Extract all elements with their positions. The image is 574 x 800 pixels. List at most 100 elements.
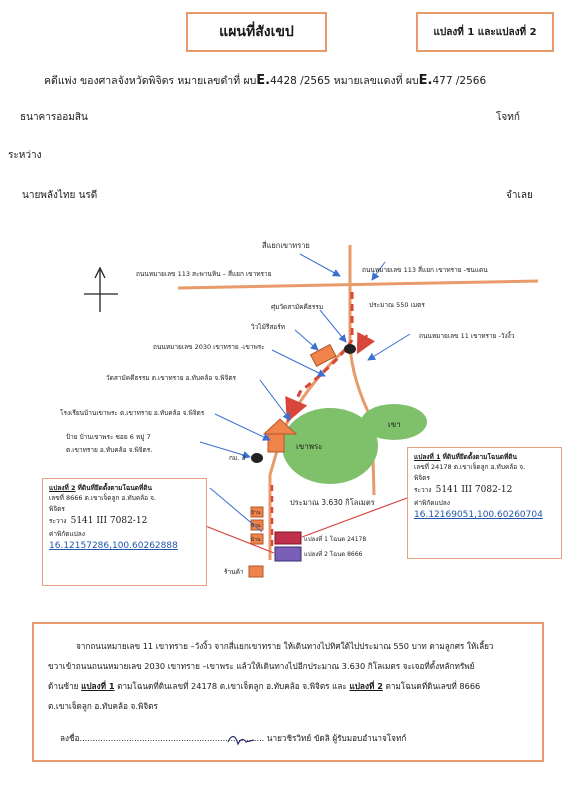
house-2: [250, 519, 264, 531]
case-red-number: 477 /2566: [432, 75, 487, 87]
leader-plot2-box: [209, 487, 263, 533]
case-black-number: 4428 /2565: [270, 75, 331, 87]
plot1-title: แปลงที่ 1: [414, 453, 441, 461]
case-red-letter: E.: [418, 73, 433, 88]
label-house-1: บ้าน: [251, 510, 261, 516]
plot1-utm: 5141 III 7082-12: [435, 485, 513, 496]
leader-113-east: [371, 261, 386, 281]
north-arrow-icon: [84, 266, 118, 312]
case-red-label: หมายเลขแดงที่ ผบ: [333, 75, 419, 87]
plot2-utm-label: ระวาง: [49, 517, 67, 526]
shop-building: [248, 565, 264, 578]
label-mountain-khaophra: เขาพระ: [296, 442, 323, 451]
directions-line-4: ต.เขาเจ็ดลูก อ.ทับคล้อ จ.พิจิตร: [48, 701, 158, 712]
plot1-coord[interactable]: 16.12169051,100.60260704: [414, 509, 543, 520]
plot-box: แปลงที่ 1 และแปลงที่ 2: [416, 12, 554, 52]
signature-name: นายวชิรวิทย์ ขัดลิ ผู้รับมอบอำนาจโจทก์: [266, 733, 407, 743]
plot1-line2: พิจิตร: [414, 473, 430, 482]
label-plot-1: แปลงที่ 1 โฉนด 24178: [304, 536, 367, 543]
temple-roof: [262, 418, 298, 435]
leader-plot1-red: [301, 497, 408, 538]
label-sign-2: ต.เขาทราย อ.ทับคล้อ จ.พิจิตร.: [66, 446, 153, 454]
directions-line3-e: ตามโฉนดที่ดินเลขที่ 8666: [385, 681, 481, 692]
case-black-letter: E.: [256, 73, 271, 88]
label-temple: วัดสามัคคีธรรม ต.เขาทราย อ.ทับคล้อ จ.พิจ…: [106, 374, 237, 382]
label-road-11: ถนนหมายเลข 11 เขาทราย -วังงิ้ว: [419, 332, 515, 340]
leader-school: [214, 413, 271, 441]
mountain-khao: [361, 404, 427, 440]
km-marker: [251, 453, 263, 463]
label-dist-550: ประมาณ 550 เมตร: [369, 301, 425, 309]
plot2-utm: 5141 III 7082-12: [70, 516, 148, 527]
leader-resort: [294, 329, 319, 351]
label-house-3: บ้าน: [251, 537, 261, 543]
house-3: [250, 533, 264, 545]
route-arrow: [356, 331, 376, 355]
directions-line3-a: ด้านซ้าย: [48, 681, 79, 692]
plot1-title-rest: ที่ดินที่ยึดตั้งตามโฉนดที่ดิน: [442, 453, 517, 461]
label-resort: วิวไม้รีสอร์ท: [251, 323, 285, 331]
map-title: แผนที่สังเขป: [186, 12, 327, 52]
route-dashed: [285, 292, 354, 423]
plot2-line2: พิจิตร: [49, 504, 65, 513]
label-mountain: เขา: [388, 420, 401, 429]
leader-road-11: [367, 333, 411, 361]
plot2-utm-line: ระวาง 5141 III 7082-12: [49, 514, 200, 528]
plot1-title-line: แปลงที่ 1 ที่ดินที่ยึดตั้งตามโฉนดที่ดิน: [414, 452, 555, 462]
info-box-plot-1: แปลงที่ 1 ที่ดินที่ยึดตั้งตามโฉนดที่ดิน …: [407, 447, 562, 559]
directions-plot-1: แปลงที่ 1: [81, 681, 115, 692]
plot1-utm-line: ระวาง 5141 III 7082-12: [414, 483, 555, 497]
label-road-113-west: ถนนหมายเลข 113 สะพานหิน – สี่แยก เขาทราย: [136, 270, 272, 278]
mountain-khaophra: [282, 408, 378, 484]
label-house-2: บ้าน: [251, 523, 261, 529]
plot2-line1: เลขที่ 8666 ต.เขาเจ็ดลูก อ.ทับคล้อ จ.: [49, 494, 157, 503]
plaintiff-name: ธนาคารออมสิน: [20, 112, 88, 123]
label-junction: สี่แยกเขาทราย: [262, 241, 310, 250]
case-number-line: คดีแพ่ง ของศาลจังหวัดพิจิตร หมายเลขดำที่…: [44, 72, 486, 89]
plot1-coord-label: ค่าพิกัดแปลง: [414, 498, 450, 507]
between-label: ระหว่าง: [8, 150, 42, 161]
label-km: กม. 3: [229, 454, 246, 462]
label-sign-1: ป้าย บ้านเขาพระ ซอย 6 หมู่ 7: [66, 433, 151, 441]
directions-line-1: จากถนนหมายเลข 11 เขาทราย –วังงิ้ว จากสี่…: [76, 641, 494, 651]
label-school: โรงเรียนบ้านเขาพระ ต.เขาทราย อ.ทับคล้อ จ…: [60, 409, 205, 417]
label-shrine: ศุ่มวัดสามัคคีธรรม: [271, 303, 324, 311]
directions-plot-2: แปลงที่ 2: [349, 681, 383, 692]
plot-1: [274, 531, 302, 545]
plaintiff-role: โจทก์: [496, 112, 520, 123]
signature-prefix: ลงชื่อ..................................…: [60, 733, 265, 743]
plot2-title: แปลงที่ 2: [49, 484, 76, 492]
plot1-line1: เลขที่ 24178 ต.เขาเจ็ดลูก อ.ทับคล้อ จ.: [414, 463, 526, 472]
leader-2030: [271, 349, 326, 377]
plot2-title-rest: ที่ดินที่ยึดตั้งตามโฉนดที่ดิน: [77, 484, 152, 492]
label-road-113-east: ถนนหมายเลข 113 สี่แยก เขาทราย -ชนแดน: [362, 266, 488, 274]
label-plot-2: แปลงที่ 2 โฉนด 8666: [304, 551, 363, 558]
defendant-name: นายพลังไทย นรดี: [22, 190, 98, 201]
temple-building: [267, 433, 285, 453]
leader-sign: [199, 441, 251, 459]
defendant-role: จำเลย: [506, 190, 533, 201]
directions-line3-c: ตามโฉนดที่ดินเลขที่ 24178 ต.เขาเจ็ดลูก อ…: [117, 681, 347, 692]
info-box-plot-2: แปลงที่ 2 ที่ดินที่ยึดตั้งตามโฉนดที่ดิน …: [42, 478, 207, 586]
plot-2: [274, 546, 302, 562]
road-113: [177, 279, 539, 290]
leader-junction: [299, 253, 341, 277]
leader-temple: [259, 379, 291, 421]
shrine-marker: [344, 344, 356, 354]
directions-line-3: ด้านซ้าย แปลงที่ 1 ตามโฉนดที่ดินเลขที่ 2…: [48, 676, 528, 696]
plot1-utm-label: ระวาง: [414, 486, 432, 495]
plot2-title-line: แปลงที่ 2 ที่ดินที่ยึดตั้งตามโฉนดที่ดิน: [49, 483, 200, 493]
case-prefix: คดีแพ่ง ของศาลจังหวัดพิจิตร หมายเลขดำที่…: [44, 75, 257, 87]
directions-box: จากถนนหมายเลข 11 เขาทราย –วังงิ้ว จากสี่…: [32, 622, 544, 762]
label-road-2030: ถนนหมายเลข 2030 เขาทราย -เขาพระ: [153, 343, 265, 351]
signature-line: ลงชื่อ..................................…: [60, 732, 406, 745]
house-1: [250, 506, 264, 518]
plot2-coord[interactable]: 16.12157286,100.60262888: [49, 540, 178, 551]
label-dist-3630: ประมาณ 3.630 กิโลเมตร: [290, 498, 375, 507]
plot2-coord-label: ค่าพิกัดแปลง: [49, 529, 85, 538]
directions-line-2: ขวาเข้าถนนถนนหมายเลข 2030 เขาทราย –เขาพร…: [48, 661, 475, 672]
label-shop: ร้านค้า: [224, 568, 244, 576]
leader-shrine: [319, 309, 347, 343]
resort-building: [309, 343, 337, 368]
